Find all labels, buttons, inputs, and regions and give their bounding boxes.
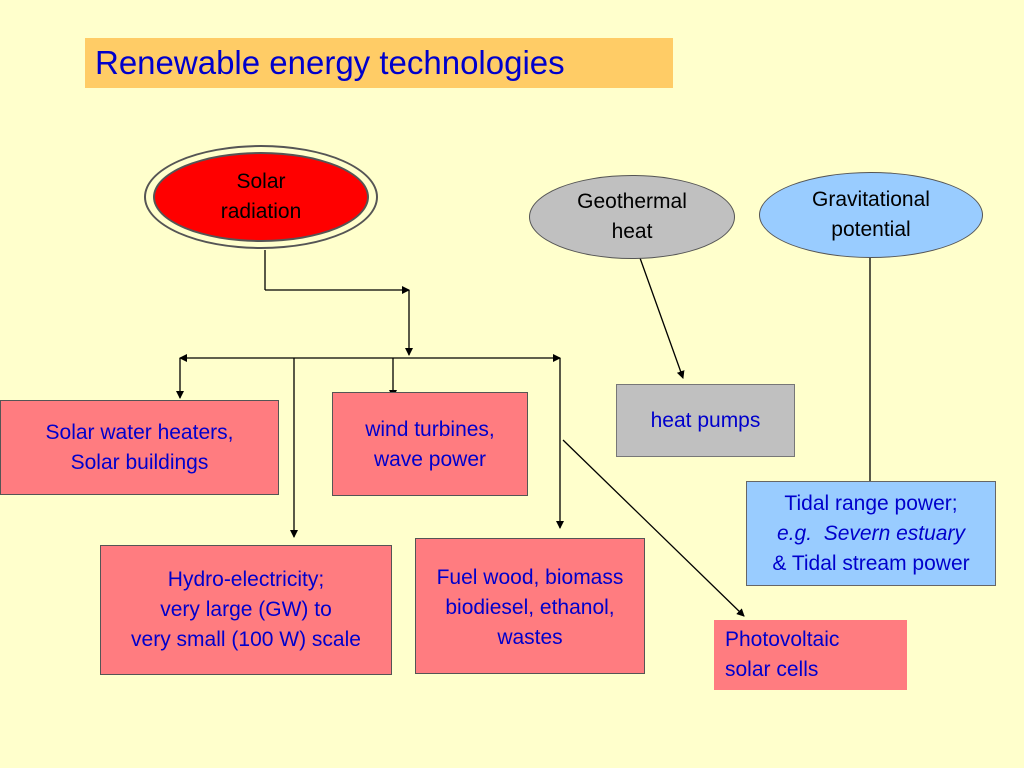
gravitational-potential-node: Gravitational potential — [759, 172, 983, 258]
tidal-power-box: Tidal range power; e.g. Severn estuary &… — [746, 481, 996, 586]
heat-pumps-box: heat pumps — [616, 384, 795, 457]
solar-radiation-label: Solar radiation — [220, 170, 302, 223]
solar-radiation-node: Solar radiation — [153, 152, 369, 242]
heat-pumps-label: heat pumps — [650, 408, 761, 432]
fuel-wood-biomass-label: Fuel wood, biomass biodiesel, ethanol, w… — [436, 566, 624, 649]
wind-turbines-box: wind turbines, wave power — [332, 392, 528, 496]
gravitational-potential-label: Gravitational potential — [812, 188, 930, 241]
hydro-electricity-label: Hydro-electricity; very large (GW) to ve… — [131, 568, 361, 651]
solar-radiation-node-outline — [144, 145, 378, 249]
severn-estuary-label: e.g. Severn estuary — [777, 521, 965, 545]
solar-water-heaters-label: Solar water heaters, Solar buildings — [45, 420, 234, 474]
fuel-wood-biomass-box: Fuel wood, biomass biodiesel, ethanol, w… — [415, 538, 645, 674]
photovoltaic-box: Photovoltaic solar cells — [714, 620, 907, 690]
solar-water-heaters-box: Solar water heaters, Solar buildings — [0, 400, 279, 495]
title-banner: Renewable energy technologies — [85, 38, 673, 88]
connector-to-photovoltaic — [562, 439, 745, 617]
connector-geothermal-heatpumps — [639, 257, 685, 379]
photovoltaic-label: Photovoltaic solar cells — [725, 628, 840, 681]
hydro-electricity-box: Hydro-electricity; very large (GW) to ve… — [100, 545, 392, 675]
geothermal-heat-label: Geothermal heat — [577, 190, 687, 243]
tidal-range-label: Tidal range power; — [784, 491, 958, 515]
page-title: Renewable energy technologies — [95, 44, 565, 81]
geothermal-heat-node: Geothermal heat — [529, 175, 735, 259]
tidal-stream-label: & Tidal stream power — [772, 551, 970, 575]
wind-turbines-label: wind turbines, wave power — [365, 418, 495, 471]
